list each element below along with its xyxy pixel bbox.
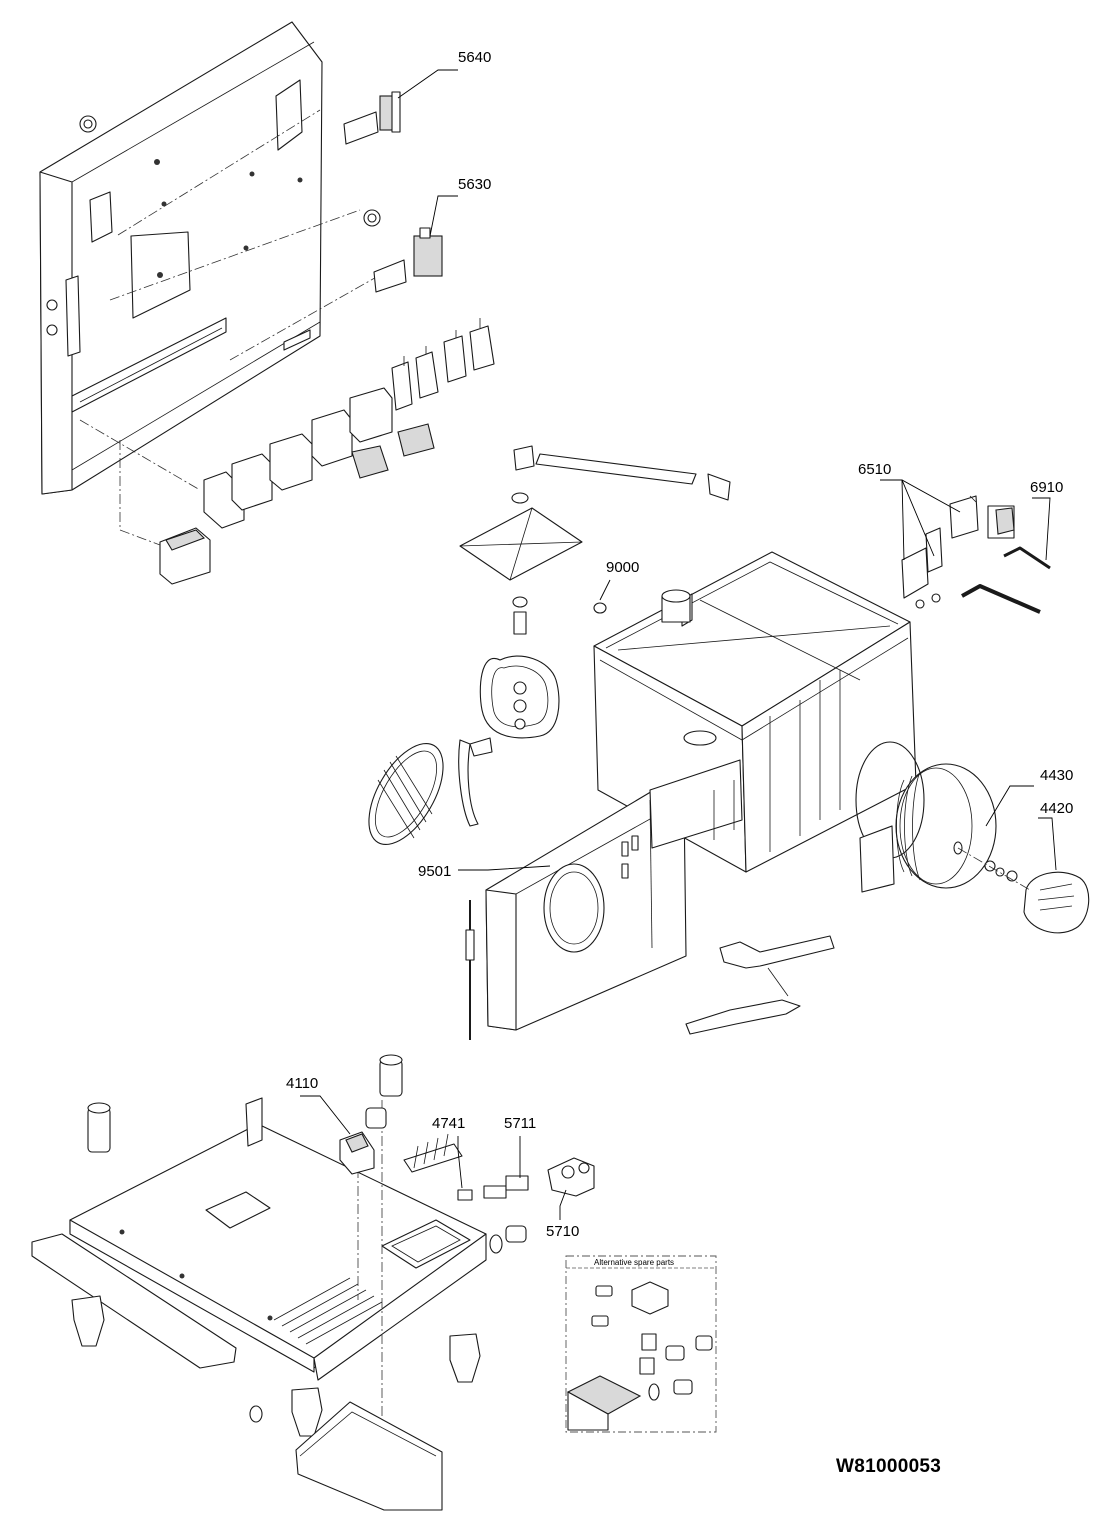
- alternative-spare-parts-title: Alternative spare parts: [594, 1258, 674, 1267]
- relay-module: [79, 419, 211, 585]
- fan-wheel-4430: [855, 741, 997, 893]
- probe-tube-6910: [915, 546, 1051, 614]
- callout-6910: 6910: [1030, 479, 1063, 496]
- callout-4430: 4430: [1040, 767, 1073, 784]
- door-frame-panel: [485, 730, 743, 1031]
- callout-9501: 9501: [418, 863, 451, 880]
- terminal-strip: [403, 1133, 463, 1173]
- drain-pipes: [685, 935, 835, 1035]
- solenoid-valve-5710: [457, 1157, 595, 1254]
- callout-6510: 6510: [858, 461, 891, 478]
- contactor-row: [203, 318, 495, 529]
- callout-4741: 4741: [432, 1115, 465, 1132]
- rod: [465, 900, 475, 1040]
- tube-and-diffuser: [459, 445, 731, 635]
- terminal-block-4110: [339, 1107, 387, 1175]
- adjustable-feet: [71, 1295, 481, 1437]
- callout-5640: 5640: [458, 49, 491, 66]
- alternative-spare-parts-box: [565, 1255, 717, 1433]
- callout-4110: 4110: [286, 1075, 318, 1092]
- pressure-switch-5630: [373, 227, 443, 293]
- control-panel-plate: [39, 21, 381, 495]
- callout-5710: 5710: [546, 1223, 579, 1240]
- fan-guard-disc: [368, 742, 444, 846]
- door-handle: [458, 737, 493, 827]
- callout-numbers: 5640 5630 6510 6910 9000 4430 4420 9501 …: [286, 49, 1073, 1267]
- fan-motor-4420: [957, 847, 1090, 934]
- callout-5630: 5630: [458, 176, 491, 193]
- grommet-9000: [593, 602, 607, 614]
- callout-9000: 9000: [606, 559, 639, 576]
- foot-cups: [87, 1054, 403, 1153]
- callout-4420: 4420: [1040, 800, 1073, 817]
- callout-5711: 5711: [504, 1115, 536, 1132]
- gasket-plates-6510: [901, 495, 1015, 599]
- pressure-switch-5640: [343, 91, 401, 145]
- callout-leader-lines: [300, 69, 1057, 1220]
- drawing-number: W81000053: [836, 1456, 942, 1477]
- drip-tray: [295, 1401, 443, 1511]
- burner-ring: [479, 655, 560, 739]
